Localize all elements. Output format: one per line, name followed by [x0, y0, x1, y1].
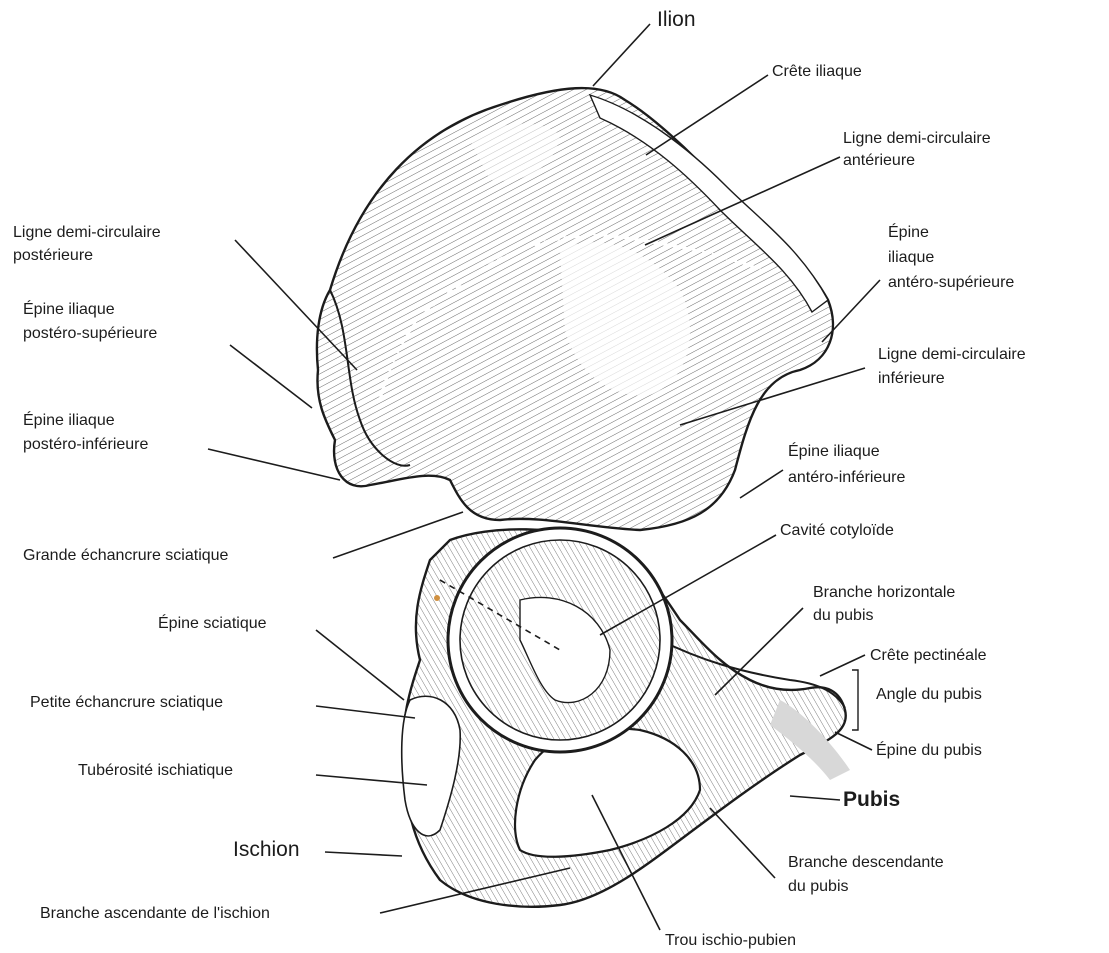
leader-epine-ant-inf	[740, 470, 783, 498]
label-epine-post-sup-2: postéro-supérieure	[23, 323, 157, 344]
label-trou: Trou ischio-pubien	[665, 930, 796, 951]
label-ligne-ant-2: antérieure	[843, 150, 915, 171]
label-pubis: Pubis	[843, 788, 900, 812]
leader-epine-sciatique	[316, 630, 404, 700]
label-crete-pectineale: Crête pectinéale	[870, 645, 987, 666]
label-petite-echancrure: Petite échancrure sciatique	[30, 692, 223, 713]
label-epine-ant-inf-2: antéro-inférieure	[788, 467, 905, 488]
accent-dot	[434, 595, 440, 601]
label-ligne-post-1: Ligne demi-circulaire	[13, 222, 161, 243]
label-ligne-inf-2: inférieure	[878, 368, 945, 389]
pubic-angle-bracket	[852, 670, 858, 730]
label-ligne-inf-1: Ligne demi-circulaire	[878, 344, 1026, 365]
label-branche-horiz-2: du pubis	[813, 605, 874, 626]
label-grande-echancrure: Grande échancrure sciatique	[23, 545, 228, 566]
label-epine-sciatique: Épine sciatique	[158, 613, 267, 634]
leader-branche-desc	[710, 808, 775, 878]
label-ischion: Ischion	[233, 838, 300, 862]
label-tuberosite: Tubérosité ischiatique	[78, 760, 233, 781]
leader-ilion	[593, 24, 650, 86]
leader-epine-pubis	[835, 732, 872, 750]
label-epine-post-inf-1: Épine iliaque	[23, 410, 115, 431]
label-branche-desc-2: du pubis	[788, 876, 849, 897]
label-epine-ant-inf-1: Épine iliaque	[788, 441, 880, 462]
label-angle-pubis: Angle du pubis	[876, 684, 982, 705]
label-epine-ant-sup-1: Épine	[888, 222, 929, 243]
label-branche-horiz-1: Branche horizontale	[813, 582, 955, 603]
label-branche-asc: Branche ascendante de l'ischion	[40, 903, 270, 924]
label-branche-desc-1: Branche descendante	[788, 852, 944, 873]
leader-epine-post-inf	[208, 449, 340, 480]
label-epine-ant-sup-3: antéro-supérieure	[888, 272, 1014, 293]
label-ilion: Ilion	[657, 8, 696, 32]
leader-pubis	[790, 796, 840, 800]
label-epine-post-inf-2: postéro-inférieure	[23, 434, 148, 455]
leader-crete	[646, 75, 768, 155]
label-ligne-post-2: postérieure	[13, 245, 93, 266]
label-epine-post-sup-1: Épine iliaque	[23, 299, 115, 320]
label-crete-iliaque: Crête iliaque	[772, 61, 862, 82]
leader-epine-post-sup	[230, 345, 312, 408]
leader-ischion	[325, 852, 402, 856]
leader-branche-horiz	[715, 608, 803, 695]
label-epine-ant-sup-2: iliaque	[888, 247, 934, 268]
leader-petite-ech	[316, 706, 415, 718]
label-ligne-ant-1: Ligne demi-circulaire	[843, 128, 991, 149]
label-cavite: Cavité cotyloïde	[780, 520, 894, 541]
label-epine-pubis: Épine du pubis	[876, 740, 982, 761]
